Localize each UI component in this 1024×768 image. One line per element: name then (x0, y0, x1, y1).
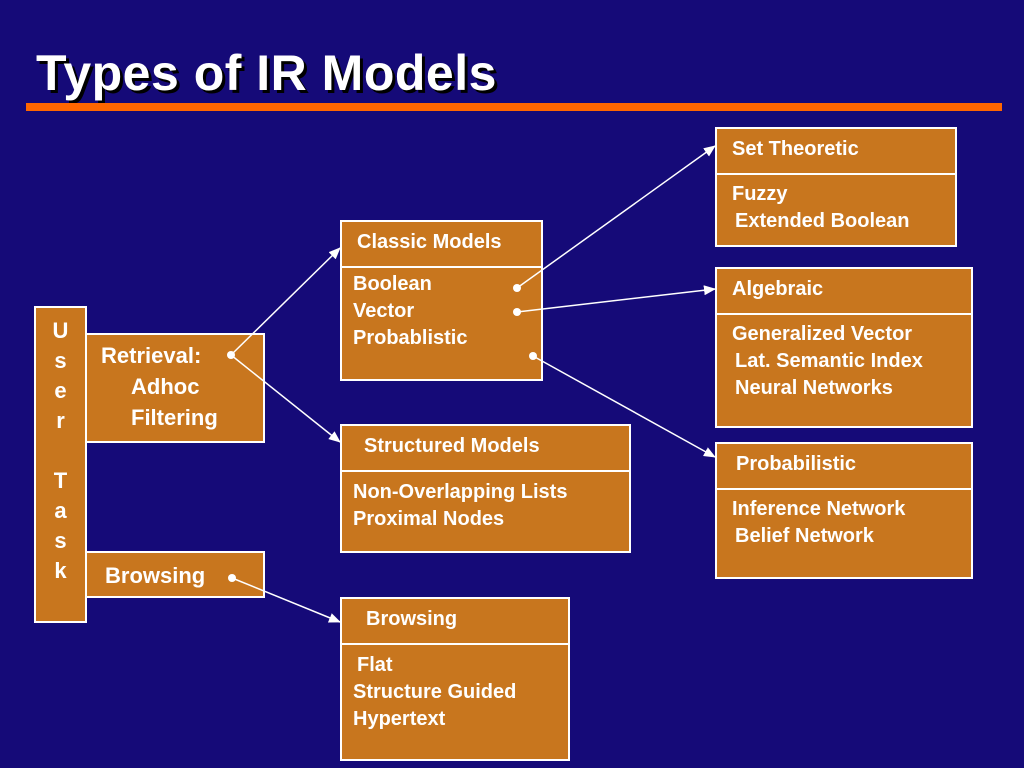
browsing-models-list: Flat Structure Guided Hypertext (342, 645, 568, 733)
algebraic-item: Neural Networks (735, 377, 893, 399)
user-letter: s (54, 348, 67, 373)
page-title: Types of IR Models (36, 45, 497, 101)
probabilistic-item: Inference Network (732, 498, 906, 520)
classic-models-header: Classic Models (342, 222, 541, 268)
browsing-task-label: Browsing (105, 563, 206, 588)
task-letter: k (54, 558, 67, 583)
arrow-boolean-to-set-theoretic (516, 145, 716, 289)
classic-models-list: Boolean Vector Probablistic (342, 268, 541, 352)
probabilistic-box: Probabilistic Inference Network Belief N… (715, 442, 973, 579)
structured-item: Non-Overlapping Lists (353, 481, 568, 503)
set-theoretic-box: Set Theoretic Fuzzy Extended Boolean (715, 127, 957, 247)
set-theoretic-header: Set Theoretic (717, 129, 955, 175)
browsing-item: Hypertext (353, 708, 446, 730)
probabilistic-list: Inference Network Belief Network (717, 490, 971, 550)
classic-models-box: Classic Models Boolean Vector Probablist… (340, 220, 543, 381)
task-letter: s (54, 528, 67, 553)
classic-item: Boolean (353, 273, 432, 295)
retrieval-label: Retrieval: (101, 343, 202, 368)
browsing-item: Flat (357, 654, 393, 676)
set-theoretic-item: Fuzzy (732, 183, 788, 205)
user-task-letters: U s e r T a s k (36, 316, 85, 586)
browsing-item: Structure Guided (353, 681, 517, 703)
classic-item: Vector (353, 300, 415, 322)
structured-models-box: Structured Models Non-Overlapping Lists … (340, 424, 631, 553)
browsing-task-box: Browsing (85, 551, 265, 598)
title-rule (26, 103, 1002, 111)
retrieval-item-filtering: Filtering (131, 405, 218, 430)
user-letter: r (56, 408, 65, 433)
algebraic-header: Algebraic (717, 269, 971, 315)
probabilistic-header: Probabilistic (717, 444, 971, 490)
browsing-models-box: Browsing Flat Structure Guided Hypertext (340, 597, 570, 761)
user-letter: U (52, 318, 69, 343)
user-task-box: U s e r T a s k (34, 306, 87, 623)
arrow-vector-to-algebraic (516, 285, 716, 313)
algebraic-list: Generalized Vector Lat. Semantic Index N… (717, 315, 971, 402)
retrieval-box: Retrieval: Adhoc Filtering (85, 333, 265, 443)
set-theoretic-list: Fuzzy Extended Boolean (717, 175, 955, 235)
structured-models-header: Structured Models (342, 426, 629, 472)
algebraic-item: Generalized Vector (732, 323, 913, 345)
algebraic-item: Lat. Semantic Index (735, 350, 923, 372)
retrieval-item-adhoc: Adhoc (131, 374, 200, 399)
probabilistic-item: Belief Network (735, 525, 874, 547)
classic-item: Probablistic (353, 327, 468, 349)
set-theoretic-item: Extended Boolean (735, 210, 910, 232)
structured-models-list: Non-Overlapping Lists Proximal Nodes (342, 472, 629, 533)
algebraic-box: Algebraic Generalized Vector Lat. Semant… (715, 267, 973, 428)
user-letter: e (54, 378, 67, 403)
task-letter: T (53, 468, 68, 493)
structured-item: Proximal Nodes (353, 508, 505, 530)
task-letter: a (54, 498, 67, 523)
browsing-models-header: Browsing (342, 599, 568, 645)
